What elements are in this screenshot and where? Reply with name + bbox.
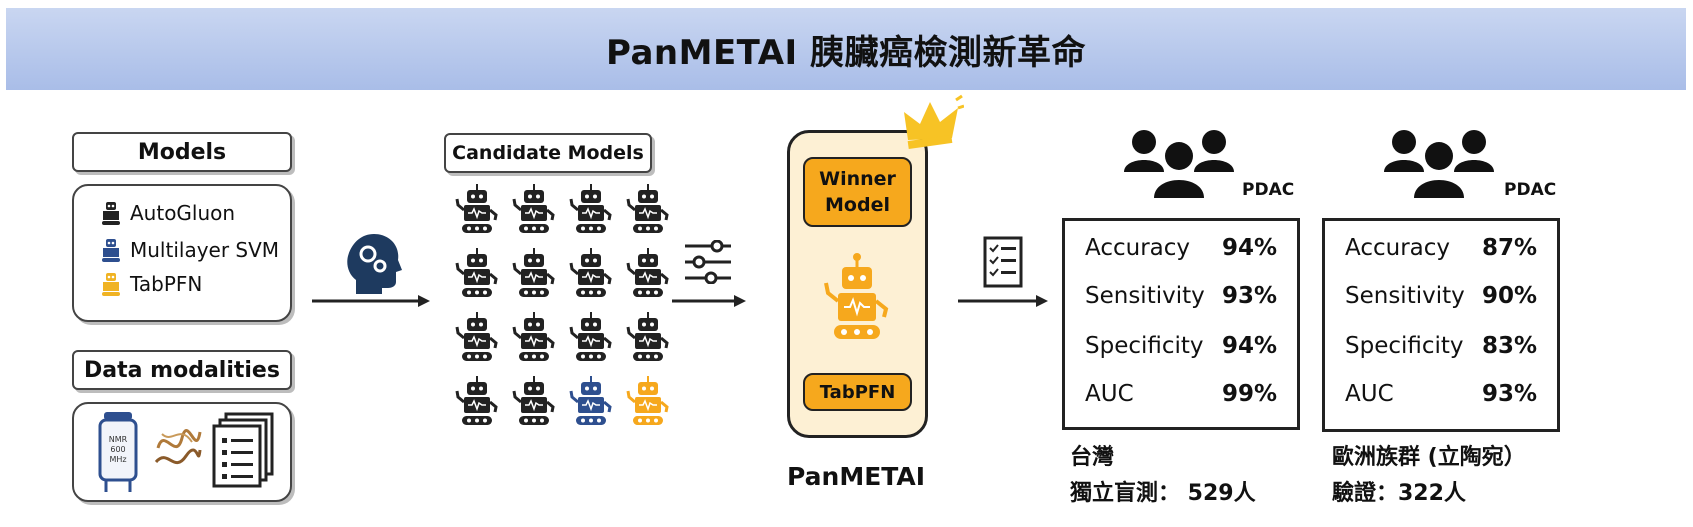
metric-name: Accuracy	[1085, 235, 1191, 261]
crown-icon	[904, 94, 964, 150]
models-list-box: AutoGluon Multilayer SVM TabPFN	[72, 184, 292, 322]
metric-row: Accuracy 94%	[1085, 235, 1277, 261]
candidate-robot-grid	[455, 183, 670, 439]
metric-row: Specificity 94%	[1085, 333, 1277, 359]
winner-model-box: Winner Model	[803, 157, 912, 227]
data-modalities-box: NMR 600 MHz	[72, 402, 292, 502]
robot-icon	[102, 239, 120, 262]
checklist-icon	[983, 236, 1023, 288]
candidate-robot-icon	[626, 248, 669, 297]
metric-value: 94%	[1221, 235, 1277, 261]
svg-text:MHz: MHz	[109, 455, 126, 464]
candidate-robot-icon	[512, 248, 555, 297]
svg-text:600: 600	[110, 445, 125, 454]
people-group-icon	[1124, 130, 1234, 198]
page-title: PanMETAI 胰臟癌檢測新革命	[605, 32, 1087, 73]
model-item-svm: Multilayer SVM	[100, 237, 279, 263]
models-title: Models	[137, 139, 227, 165]
model-item-autogluon: AutoGluon	[100, 200, 235, 226]
candidate-robot-icon	[455, 312, 498, 361]
metric-value: 99%	[1221, 381, 1277, 407]
winner-caption: PanMETAI	[787, 462, 926, 491]
pdac-label: PDAC	[1504, 180, 1557, 200]
winner-model-title: Winner Model	[819, 168, 896, 216]
candidate-robot-icon	[569, 248, 612, 297]
metric-name: Sensitivity	[1345, 283, 1465, 309]
candidate-robot-icon	[569, 376, 612, 425]
candidate-models-title: Candidate Models	[452, 142, 644, 164]
metric-row: AUC 93%	[1345, 381, 1537, 407]
document-stack-icon	[212, 412, 274, 488]
winner-robot-icon	[824, 253, 889, 339]
caption-taiwan: 台灣 獨立盲測： 529人	[1070, 440, 1256, 512]
metrics-box-lithuania: Accuracy 87% Sensitivity 90% Specificity 83…	[1322, 218, 1560, 432]
arrow-to-results	[958, 295, 1048, 307]
candidate-robot-icon	[626, 376, 669, 425]
metric-name: AUC	[1345, 381, 1394, 407]
model-label-tabpfn: TabPFN	[130, 272, 203, 296]
candidate-robot-icon	[569, 184, 612, 233]
metric-name: Accuracy	[1345, 235, 1451, 261]
arrow-to-candidates	[312, 295, 430, 307]
metric-value: 93%	[1221, 283, 1277, 309]
metric-name: Specificity	[1345, 333, 1464, 359]
people-group-icon	[1384, 130, 1494, 198]
caption-lithuania: 歐洲族群 (立陶宛） 驗證：322人	[1332, 440, 1526, 512]
winner-panel: Winner Model TabPFN	[787, 130, 928, 438]
metric-row: Specificity 83%	[1345, 333, 1537, 359]
metric-row: Sensitivity 90%	[1345, 283, 1537, 309]
metric-value: 83%	[1481, 333, 1537, 359]
caption-line: 驗證：322人	[1332, 481, 1466, 506]
candidate-robot-icon	[626, 184, 669, 233]
protein-structure-icon	[154, 429, 202, 464]
brain-gear-icon	[347, 234, 402, 294]
candidate-robot-icon	[512, 376, 555, 425]
metric-name: AUC	[1085, 381, 1134, 407]
model-item-tabpfn: TabPFN	[100, 271, 202, 297]
candidate-robot-icon	[455, 376, 498, 425]
arrow-to-winner	[672, 295, 746, 307]
title-banner: PanMETAI 胰臟癌檢測新革命	[6, 8, 1686, 90]
caption-line: 台灣	[1070, 445, 1115, 470]
metric-value: 94%	[1221, 333, 1277, 359]
svg-text:NMR: NMR	[109, 435, 128, 444]
candidate-models-label: Candidate Models	[444, 133, 652, 173]
candidate-robot-icon	[455, 184, 498, 233]
pdac-label: PDAC	[1242, 180, 1295, 200]
candidate-robot-icon	[569, 312, 612, 361]
nmr-machine-icon: NMR 600 MHz	[98, 412, 138, 492]
metric-name: Sensitivity	[1085, 283, 1205, 309]
metric-value: 90%	[1481, 283, 1537, 309]
candidate-robot-icon	[626, 312, 669, 361]
caption-line: 歐洲族群 (立陶宛）	[1332, 445, 1526, 470]
metric-row: Accuracy 87%	[1345, 235, 1537, 261]
metric-row: AUC 99%	[1085, 381, 1277, 407]
models-label: Models	[72, 132, 292, 172]
candidate-robot-icon	[512, 184, 555, 233]
metric-value: 93%	[1481, 381, 1537, 407]
winner-model-name-box: TabPFN	[803, 373, 912, 411]
candidate-robot-icon	[455, 248, 498, 297]
metrics-box-taiwan: Accuracy 94% Sensitivity 93% Specificity 94…	[1062, 218, 1300, 430]
robot-icon	[102, 202, 120, 225]
metric-row: Sensitivity 93%	[1085, 283, 1277, 309]
caption-line: 獨立盲測： 529人	[1070, 481, 1256, 506]
data-modalities-label: Data modalities	[72, 350, 292, 390]
winner-model-name: TabPFN	[819, 381, 896, 403]
metric-name: Specificity	[1085, 333, 1204, 359]
model-label-svm: Multilayer SVM	[130, 238, 280, 262]
candidate-robot-icon	[512, 312, 555, 361]
model-label-autogluon: AutoGluon	[130, 201, 236, 225]
metric-value: 87%	[1481, 235, 1537, 261]
data-modalities-title: Data modalities	[84, 357, 280, 383]
sliders-icon	[685, 240, 731, 284]
robot-icon	[102, 273, 120, 296]
